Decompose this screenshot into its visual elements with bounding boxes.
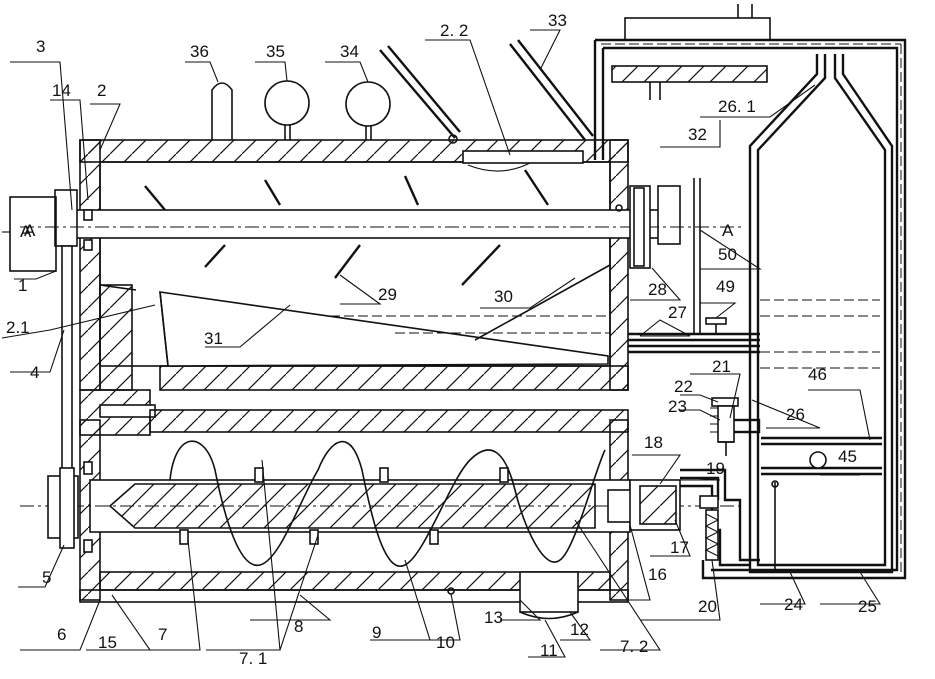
- steam-pipes: [628, 178, 760, 354]
- spiral-screw: [169, 440, 606, 567]
- label-14: 14: [52, 81, 71, 100]
- label-2: 2: [97, 81, 106, 100]
- label-26-1: 26. 1: [718, 97, 756, 116]
- label-12: 12: [570, 620, 589, 639]
- label-7-2: 7. 2: [620, 637, 648, 656]
- label-24: 24: [784, 595, 803, 614]
- upper-paddles: [144, 169, 550, 286]
- label-26: 26: [786, 405, 805, 424]
- outer-jacket: [79, 589, 629, 603]
- label-5: 5: [42, 568, 51, 587]
- lower-paddles: [179, 467, 509, 545]
- label-6: 6: [57, 625, 66, 644]
- upper-shaft-hub-left: [54, 189, 78, 247]
- label-27: 27: [668, 303, 687, 322]
- label-9: 9: [372, 623, 381, 642]
- lower-shaft: [20, 467, 745, 549]
- label-35: 35: [266, 42, 285, 61]
- label-2-2: 2. 2: [440, 21, 468, 40]
- label-18: 18: [644, 433, 663, 452]
- right-housing: [593, 4, 907, 580]
- label-31: 31: [204, 329, 223, 348]
- label-17: 17: [670, 538, 689, 557]
- label-15: 15: [98, 633, 117, 652]
- label-7: 7: [158, 625, 167, 644]
- sloped-trough: [159, 264, 611, 367]
- upper-shaft-hub-right: [657, 185, 681, 245]
- upper-shaft: [20, 185, 745, 247]
- motor-box: [9, 196, 57, 272]
- upper-drum: [79, 139, 629, 436]
- label-8: 8: [294, 617, 303, 636]
- label-34: 34: [340, 42, 359, 61]
- label-46: 46: [808, 365, 827, 384]
- label-28: 28: [648, 280, 667, 299]
- inlet-flange: [99, 284, 133, 391]
- float-gauge: [809, 451, 827, 469]
- motor-label: A: [20, 222, 32, 241]
- outlet-pipe: [519, 571, 579, 613]
- label-45: 45: [838, 447, 857, 466]
- top-fittings: [211, 80, 391, 140]
- label-30: 30: [494, 287, 513, 306]
- label-33: 33: [548, 11, 567, 30]
- label-23: 23: [668, 397, 687, 416]
- upper-drum-left-wall: [79, 139, 101, 391]
- reference-labels: 3 14 2 1 2.1 4 5 6 15 7 7. 1 8 9 10 11 1…: [6, 11, 877, 668]
- section-label-a-right: A: [722, 221, 734, 240]
- label-21: 21: [712, 357, 731, 376]
- upper-shaft-body: [59, 209, 661, 239]
- label-49: 49: [716, 277, 735, 296]
- upper-drum-bottom-wall: [159, 365, 629, 391]
- label-3: 3: [36, 37, 45, 56]
- label-29: 29: [378, 285, 397, 304]
- label-25: 25: [858, 597, 877, 616]
- hopper-lid: [379, 39, 594, 172]
- label-32: 32: [688, 125, 707, 144]
- label-50: 50: [718, 245, 737, 264]
- valve-assembly: [710, 397, 761, 456]
- label-20: 20: [698, 597, 717, 616]
- label-36: 36: [190, 42, 209, 61]
- condenser-plate: [611, 65, 768, 83]
- label-22: 22: [674, 377, 693, 396]
- section-label-a-left: A: [24, 221, 36, 240]
- label-7-1: 7. 1: [239, 649, 267, 668]
- leader-lines: [1, 29, 881, 658]
- label-11: 11: [540, 641, 558, 660]
- label-13: 13: [484, 608, 503, 627]
- label-10: 10: [436, 633, 455, 652]
- label-4: 4: [30, 363, 39, 382]
- upper-drum-right-wall: [609, 139, 629, 391]
- lower-drum-top-wall: [149, 409, 629, 433]
- label-2-1: 2.1: [6, 318, 30, 337]
- water-tank: [748, 54, 894, 574]
- upper-drum-inner: [99, 161, 611, 367]
- label-16: 16: [648, 565, 667, 584]
- return-pipes: [680, 468, 760, 567]
- label-1: 1: [18, 276, 27, 295]
- label-19: 19: [706, 459, 725, 478]
